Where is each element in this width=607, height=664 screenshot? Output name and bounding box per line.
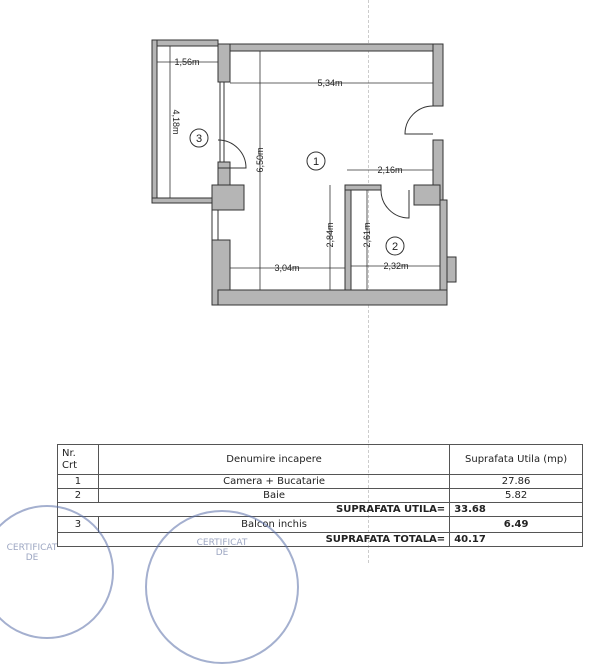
wall [211, 184, 245, 211]
area-table: Nr. Crt Denumire incapere Suprafata Util… [56, 444, 583, 547]
dim-label: 6,50m [255, 147, 265, 172]
dim-label: 5,34m [317, 78, 342, 88]
dim-label: 1,56m [174, 57, 199, 67]
cell-name: Camera + Bucatarie [97, 474, 451, 489]
cell-nr: 1 [57, 474, 99, 489]
table-row: 3 Balcon inchis 6.49 [57, 516, 583, 533]
cell-area: 5.82 [449, 488, 583, 503]
room-number: 3 [196, 133, 202, 145]
floor-plan: 1,56m 5,34m 4,18m 6,50m 2,16m 2,84m 2,61… [151, 39, 457, 306]
cell-area: 27.86 [449, 474, 583, 489]
stamp-text: CERTIFICAT DE [196, 538, 248, 558]
wall [432, 43, 444, 107]
header-area: Suprafata Utila (mp) [449, 444, 583, 475]
dim-label: 4,18m [171, 109, 181, 134]
dim-label: 2,61m [362, 222, 372, 247]
wall [151, 197, 219, 204]
dim-label: 2,16m [377, 165, 402, 175]
dim-label: 2,84m [325, 222, 335, 247]
cell-nr: 2 [57, 488, 99, 503]
header-nr: Nr. Crt [57, 444, 99, 475]
door-balcony [217, 139, 247, 169]
wall [344, 184, 382, 191]
wall [413, 184, 441, 206]
total-totala-row: SUPRAFATA TOTALA= 40.17 [56, 532, 583, 547]
wall [439, 199, 448, 301]
window [211, 209, 219, 241]
dim-label: 2,32m [383, 261, 408, 271]
scan-fold-line [368, 0, 369, 563]
dim-label: 3,04m [274, 263, 299, 273]
wall [151, 39, 219, 47]
wall [217, 289, 448, 306]
stamp-right: CERTIFICAT DE [145, 510, 299, 664]
header-name: Denumire incapere [97, 444, 451, 475]
utila-value: 33.68 [449, 502, 583, 517]
wall [217, 43, 231, 83]
wall [217, 43, 444, 52]
wall [344, 184, 352, 291]
table-row: 1 Camera + Bucatarie 27.86 [57, 474, 583, 489]
total-utila-row: SUPRAFATA UTILA= 33.68 [56, 502, 583, 517]
wall [446, 256, 457, 283]
room-number: 2 [392, 241, 398, 253]
door-bath [380, 189, 410, 219]
table-row: 2 Baie 5.82 [57, 488, 583, 503]
door-entrance [404, 105, 434, 135]
table-header: Nr. Crt Denumire incapere Suprafata Util… [57, 444, 583, 475]
wall [151, 39, 158, 204]
totala-value: 40.17 [449, 532, 583, 547]
window [219, 81, 225, 163]
stamp-text: CERTIFICAT DE [6, 543, 58, 563]
cell-area: 6.49 [449, 516, 583, 533]
room-number: 1 [313, 156, 319, 168]
utila-label: SUPRAFATA UTILA= [56, 502, 451, 517]
cell-name: Baie [97, 488, 451, 503]
